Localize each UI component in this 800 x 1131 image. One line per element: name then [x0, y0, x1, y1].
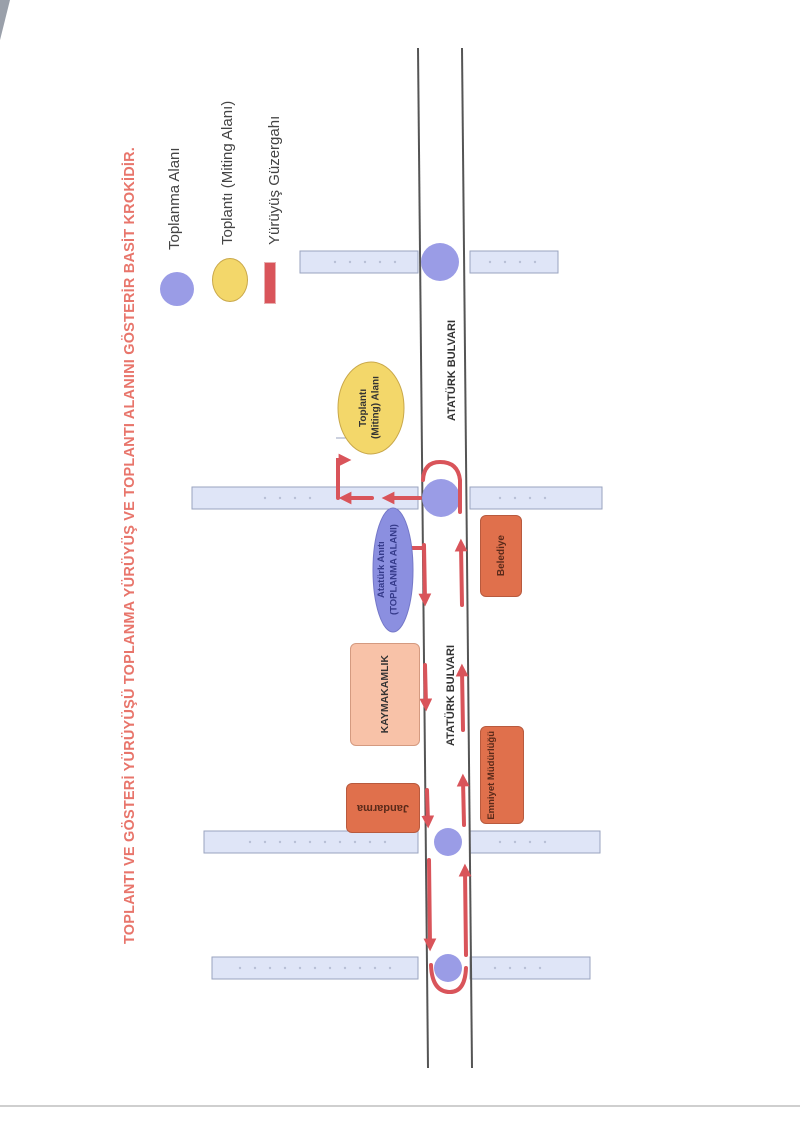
route-to-rally-3 [336, 453, 352, 500]
boulevard-edge-right [461, 47, 473, 1069]
route-turn-top [421, 459, 462, 514]
intersection-circle-2 [422, 479, 460, 517]
legend-route-symbol [264, 262, 276, 304]
district-governorate-building: KAYMAKAMLIK [350, 643, 420, 746]
cross-street-1-right [469, 250, 559, 274]
route-up-4 [454, 538, 468, 607]
gendarmerie-building: Jandarma [346, 783, 420, 833]
legend-rally-symbol [212, 258, 248, 302]
cross-street-4-right [469, 956, 591, 980]
police-directorate-building: Emniyet Müdürlüğü [480, 726, 524, 824]
intersection-circle-4 [434, 954, 462, 982]
municipality-building: Belediye [480, 515, 522, 597]
rally-area-label: Toplantı (Miting) Alanı [358, 376, 382, 440]
intersection-circle-3 [434, 828, 462, 856]
cross-street-2-right [469, 486, 603, 510]
route-down-2 [419, 663, 433, 712]
legend-gathering-symbol [160, 272, 194, 306]
route-up-1 [458, 863, 472, 957]
police-directorate-label: Emniyet Müdürlüğü [486, 730, 497, 820]
gendarmerie-label: Jandarma [357, 802, 409, 814]
route-up-3 [455, 663, 469, 732]
cross-street-2-left [191, 486, 419, 510]
ataturk-monument-label: Atatürk Anıtı (TOPLANMA ALANI) [376, 524, 400, 616]
ataturk-monument-shape [372, 507, 414, 633]
route-start-loop [429, 963, 468, 995]
cross-street-1-left [299, 250, 419, 274]
intersection-circle-1 [421, 243, 459, 281]
route-up-2 [456, 773, 470, 827]
rally-area-shape [337, 361, 405, 455]
route-down-4 [423, 858, 437, 952]
route-down-1 [418, 543, 432, 607]
route-down-3 [421, 788, 435, 829]
page-bottom-line [0, 1105, 800, 1107]
street-label-top: ATATÜRK BULVARI [446, 319, 458, 421]
cross-street-3-right [469, 830, 601, 854]
municipality-label: Belediye [495, 535, 507, 577]
street-label-middle: ATATÜRK BULVARI [445, 644, 457, 746]
district-governorate-label: KAYMAKAMLIK [379, 655, 391, 734]
